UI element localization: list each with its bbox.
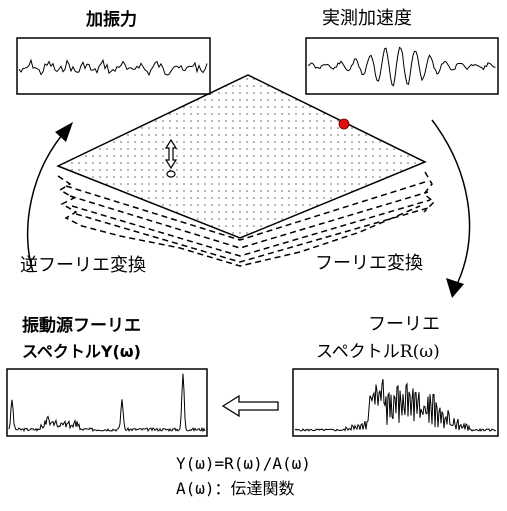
source-spectrum-title-line2: スペクトルY(ω) bbox=[22, 342, 141, 361]
fourier-spectrum-title-line1: フーリエ bbox=[368, 314, 440, 335]
ground-layers bbox=[57, 171, 436, 267]
hollow-left-arrow-icon bbox=[221, 394, 279, 418]
excitation-point-icon bbox=[164, 138, 178, 178]
measured-acceleration-waveform bbox=[307, 46, 496, 87]
fourier-arrowhead-icon bbox=[446, 278, 464, 298]
excitation-force-title: 加振力 bbox=[86, 10, 137, 30]
inverse-fourier-label: 逆フーリエ変換 bbox=[20, 255, 146, 276]
source-spectrum-panel bbox=[6, 368, 208, 437]
ground-surface-plate bbox=[56, 74, 427, 239]
excitation-force-frame bbox=[16, 37, 211, 95]
fourier-arrow bbox=[431, 119, 471, 283]
inverse-fourier-arrow bbox=[26, 127, 69, 273]
fourier-spectrum-title-line2: スペクトルR(ω) bbox=[316, 342, 440, 362]
measured-acceleration-frame bbox=[305, 37, 499, 95]
source-spectrum-plot bbox=[8, 373, 206, 433]
measured-acceleration-title: 実測加速度 bbox=[322, 8, 412, 29]
excitation-force-waveform bbox=[18, 58, 208, 77]
sensor-dot bbox=[338, 118, 350, 130]
measured-acceleration-panel bbox=[305, 37, 499, 95]
source-spectrum-title-line1: 振動源フーリエ bbox=[22, 316, 141, 336]
fourier-label: フーリエ変換 bbox=[315, 253, 423, 274]
fourier-spectrum-panel bbox=[292, 368, 499, 437]
formula-line2: A(ω)：伝達関数 bbox=[176, 479, 295, 498]
source-spectrum-frame bbox=[6, 368, 208, 437]
formula-line1: Y(ω)=R(ω)/A(ω) bbox=[176, 454, 311, 473]
inverse-fourier-arrowhead-icon bbox=[55, 122, 73, 142]
excitation-force-panel bbox=[16, 37, 211, 95]
fourier-spectrum-plot bbox=[294, 379, 497, 432]
